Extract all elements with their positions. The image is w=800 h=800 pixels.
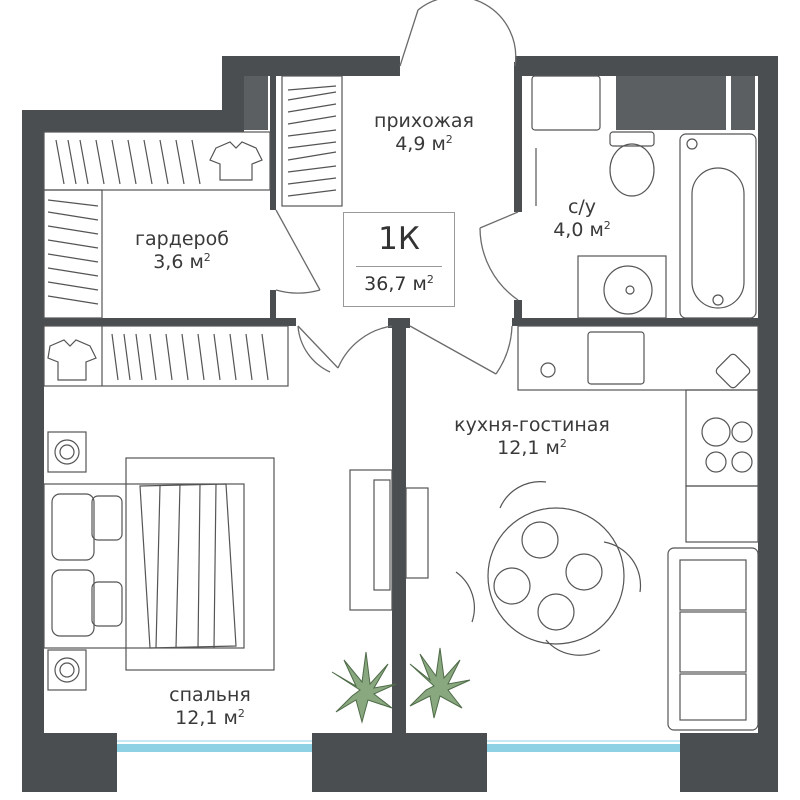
- apartment-badge: 1К 36,7 м2: [343, 212, 455, 307]
- windows: [117, 76, 755, 752]
- walls: [22, 56, 778, 792]
- room-area: 3,6 м2: [112, 251, 252, 274]
- room-area-sup: 2: [559, 436, 567, 450]
- apartment-type: 1К: [378, 221, 420, 257]
- room-area-value: 3,6 м: [153, 250, 204, 273]
- plants: [331, 647, 471, 724]
- room-area: 4,0 м2: [520, 219, 644, 242]
- room-label-wardrobe: гардероб 3,6 м2: [112, 228, 252, 274]
- bathroom-fixtures: [531, 75, 757, 319]
- bedroom-shelving: [43, 325, 289, 387]
- wardrobe-shelving: [43, 131, 271, 319]
- room-name: кухня-гостиная: [454, 414, 610, 436]
- tv-units: [349, 469, 429, 611]
- room-label-kitchen: кухня-гостиная 12,1 м2: [420, 414, 644, 460]
- room-area: 4,9 м2: [354, 133, 494, 156]
- room-label-bathroom: с/у 4,0 м2: [520, 196, 644, 242]
- total-area-sup: 2: [426, 273, 434, 286]
- room-area: 12,1 м2: [420, 437, 644, 460]
- interior-walls: [44, 62, 758, 733]
- room-area-sup: 2: [445, 132, 453, 146]
- bed: [43, 431, 275, 691]
- room-label-hall: прихожая 4,9 м2: [354, 110, 494, 156]
- room-area-value: 4,9 м: [395, 132, 446, 155]
- room-label-bedroom: спальня 12,1 м2: [140, 684, 280, 730]
- room-name: прихожая: [374, 110, 474, 132]
- room-area-value: 12,1 м: [175, 706, 238, 729]
- room-area: 12,1 м2: [140, 707, 280, 730]
- room-area-sup: 2: [203, 250, 211, 264]
- kitchen-fixtures: [455, 325, 759, 731]
- doors: [275, 0, 519, 375]
- room-area-sup: 2: [603, 218, 611, 232]
- badge-divider: [356, 266, 442, 267]
- apartment-total-area: 36,7 м2: [344, 273, 454, 295]
- hall-shelving: [281, 75, 343, 207]
- room-name: гардероб: [135, 228, 229, 250]
- total-area-value: 36,7 м: [364, 273, 427, 295]
- room-area-value: 4,0 м: [553, 218, 604, 241]
- room-name: спальня: [169, 684, 251, 706]
- room-name: с/у: [567, 196, 597, 218]
- room-area-sup: 2: [237, 706, 245, 720]
- room-area-value: 12,1 м: [497, 436, 560, 459]
